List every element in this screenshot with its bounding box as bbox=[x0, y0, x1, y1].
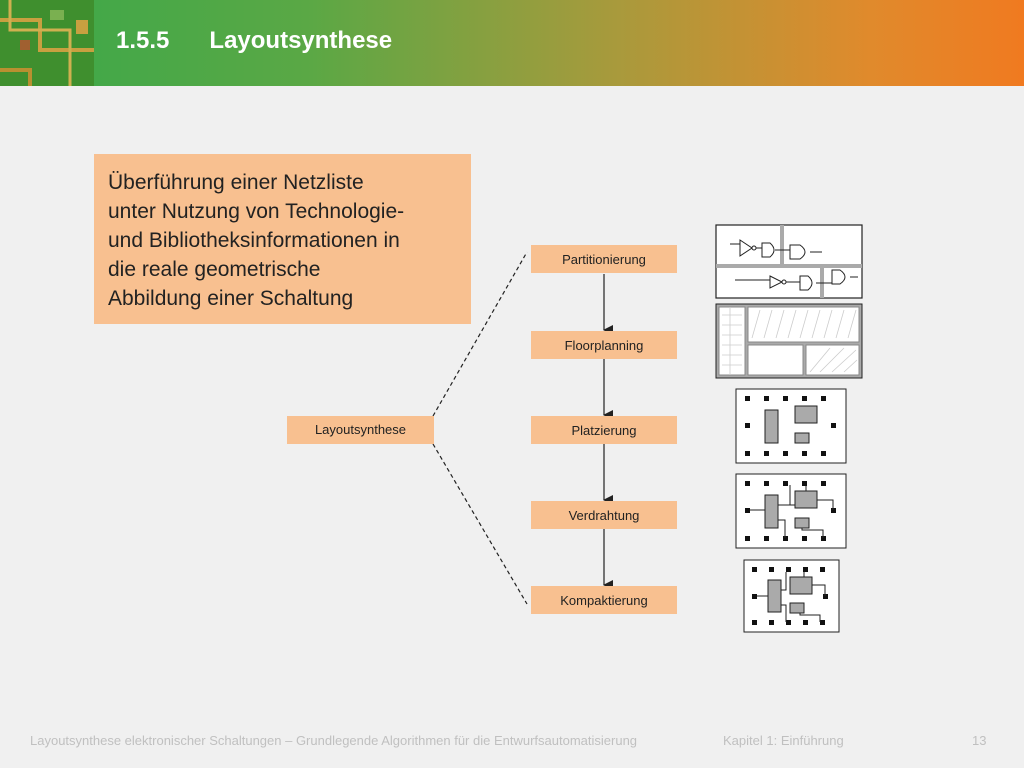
step-node-floorplanning: Floorplanning bbox=[531, 331, 677, 359]
footer-chapter: Kapitel 1: Einführung bbox=[723, 733, 844, 748]
definition-callout: Überführung einer Netzliste unter Nutzun… bbox=[94, 154, 471, 324]
root-node: Layoutsynthese bbox=[287, 416, 434, 444]
footer-course-title: Layoutsynthese elektronischer Schaltunge… bbox=[30, 733, 638, 748]
step-node-partitionierung: Partitionierung bbox=[531, 245, 677, 273]
page-number: 13 bbox=[972, 733, 987, 748]
compaction-illustration bbox=[743, 559, 840, 633]
definition-text: Überführung einer Netzliste unter Nutzun… bbox=[108, 171, 405, 310]
step-node-kompaktierung: Kompaktierung bbox=[531, 586, 677, 614]
header-bar: 1.5.5 Layoutsynthese bbox=[0, 0, 1024, 86]
placement-illustration bbox=[735, 388, 847, 464]
step-node-platzierung: Platzierung bbox=[531, 416, 677, 444]
dashed-connector-top bbox=[432, 251, 528, 417]
floorplan-illustration bbox=[715, 303, 863, 379]
dashed-connector-bottom bbox=[432, 443, 528, 605]
circuit-thumbnail-image bbox=[0, 0, 94, 86]
partitioning-circuit-illustration bbox=[715, 224, 863, 299]
step-node-verdrahtung: Verdrahtung bbox=[531, 501, 677, 529]
routing-illustration bbox=[735, 473, 847, 549]
page-title: 1.5.5 Layoutsynthese bbox=[116, 27, 393, 54]
